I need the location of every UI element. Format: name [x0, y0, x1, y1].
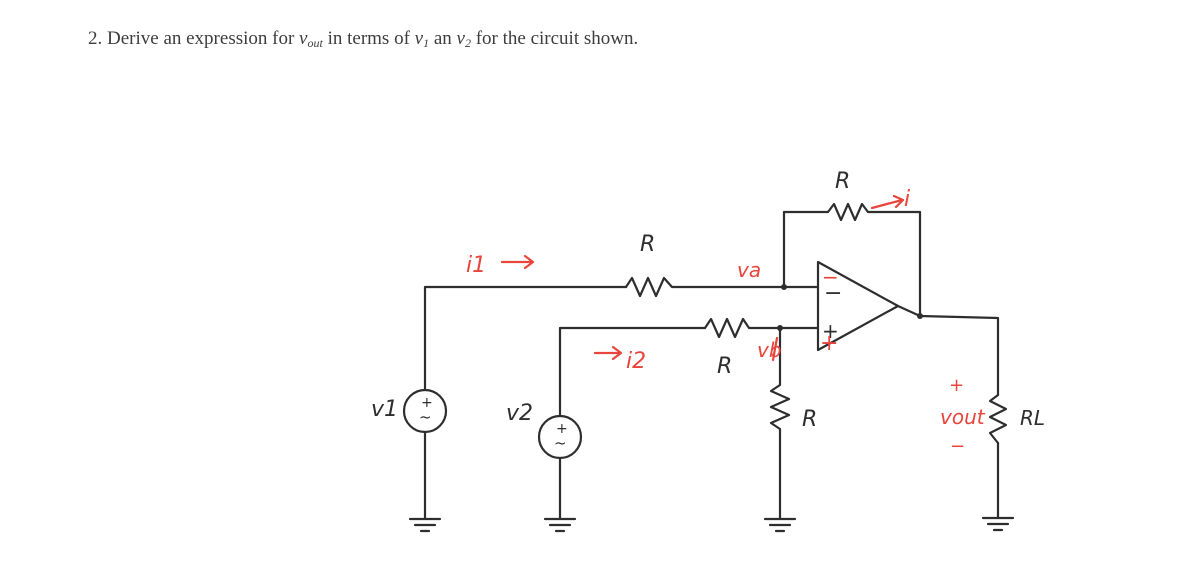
- wire-v1-branch: [423, 285, 628, 521]
- ground-v1: [408, 517, 442, 533]
- vout-minus-sign: −: [950, 436, 965, 457]
- source-v1-plus: +: [421, 395, 433, 411]
- source-v2-tilde: ~: [554, 434, 567, 452]
- resistor-r-input-1: [624, 276, 786, 298]
- label-r-input-2: R: [717, 354, 732, 379]
- label-r-feedback: R: [835, 169, 850, 194]
- ground-r: [763, 517, 797, 533]
- label-v2: v2: [506, 401, 533, 426]
- annotation-vb: vb: [757, 338, 782, 362]
- question-text-before: Derive an expression for: [107, 28, 300, 49]
- opamp-minus-sign: −: [824, 281, 842, 306]
- question-text: 2. Derive an expression for vout in term…: [88, 28, 638, 51]
- annotation-va: va: [737, 258, 761, 282]
- arrow-i2: [593, 345, 623, 361]
- label-r-ground: R: [802, 407, 817, 432]
- vout-symbol: vout: [299, 28, 323, 50]
- resistor-rl-load: [988, 393, 1008, 445]
- question-text-an: an: [429, 28, 457, 49]
- tick-vb: [771, 336, 779, 362]
- source-v1-tilde: ~: [419, 408, 432, 426]
- opamp-plus-sign: +: [822, 319, 839, 343]
- arrow-i: [870, 194, 905, 210]
- wire-v2-branch: [558, 326, 707, 521]
- question-text-after: for the circuit shown.: [470, 28, 639, 49]
- ground-v2: [543, 517, 577, 533]
- vout-plus-sign: +: [949, 375, 964, 396]
- wire-output: [896, 304, 1000, 520]
- op-amp: [816, 260, 900, 352]
- label-v1: v1: [371, 397, 398, 422]
- resistor-r-feedback: [782, 202, 922, 318]
- annotation-i1: i1: [466, 253, 486, 278]
- voltage-source-v2: + ~: [537, 414, 583, 460]
- resistor-r-input-2: [703, 317, 820, 339]
- ground-load: [981, 516, 1015, 532]
- annotation-minus-mark: −: [822, 265, 839, 289]
- resistor-r-ground: [769, 326, 791, 521]
- label-vout: vout: [940, 405, 986, 429]
- arrow-i1: [500, 254, 535, 270]
- annotation-plus-mark: +: [820, 331, 838, 356]
- question-number: 2.: [88, 28, 103, 49]
- annotation-i: i: [904, 187, 910, 212]
- annotation-i2: i2: [626, 349, 646, 374]
- label-rl-load: RL: [1020, 406, 1045, 430]
- v2-symbol: v2: [456, 28, 471, 50]
- question-text-mid: in terms of: [322, 28, 415, 49]
- label-r-input-1: R: [640, 232, 655, 257]
- voltage-source-v1: + ~: [402, 388, 448, 434]
- v1-symbol: v1: [414, 28, 430, 50]
- source-v2-plus: +: [556, 421, 568, 437]
